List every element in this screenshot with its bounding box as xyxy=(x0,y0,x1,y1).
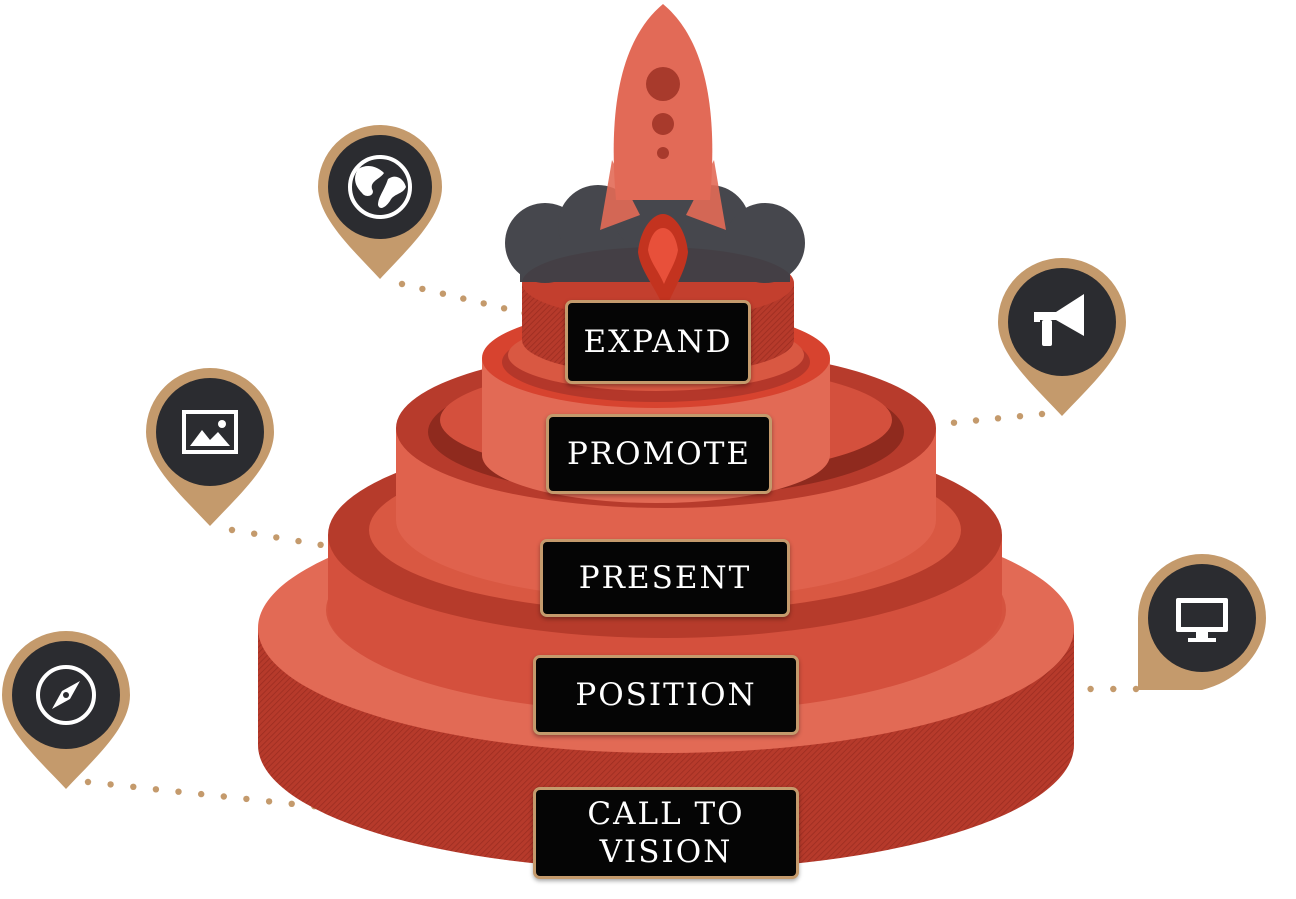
stage-label-position: POSITION xyxy=(533,655,799,735)
stage-label-text: EXPAND xyxy=(583,324,733,360)
connector-dot xyxy=(198,790,205,798)
stage-label-text: POSITION xyxy=(575,677,757,713)
pin-globe xyxy=(318,125,442,279)
connector-dot xyxy=(228,526,236,534)
stage-label-text-line1: CALL TO xyxy=(587,796,745,832)
connector-dot xyxy=(972,417,980,424)
connector-dot xyxy=(398,280,406,288)
connector-dot xyxy=(243,795,250,803)
compass-icon xyxy=(36,665,96,725)
stage-label-text: PROMOTE xyxy=(566,436,752,472)
connector-dot xyxy=(220,793,227,800)
connector-dot xyxy=(288,800,295,807)
stage-label-text-line2: VISION xyxy=(599,834,733,870)
connector-dot xyxy=(295,537,302,545)
connector-dot xyxy=(500,305,508,312)
connector-dot xyxy=(1038,410,1046,418)
monitor-icon xyxy=(1176,598,1228,642)
connector-dot xyxy=(317,541,324,548)
connector-dot xyxy=(994,415,1002,422)
stage-label-expand: EXPAND xyxy=(565,300,751,384)
connector-dot xyxy=(1016,413,1024,420)
connector-dot xyxy=(439,290,447,297)
rocket-icon xyxy=(600,4,726,310)
image-icon xyxy=(182,410,238,454)
connector-dot xyxy=(273,534,280,541)
pin-image xyxy=(146,368,274,526)
connector-dot xyxy=(130,783,137,790)
megaphone-icon xyxy=(1034,294,1084,346)
stage-label-call-to-vision: CALL TO VISION xyxy=(533,787,799,879)
connector-dot xyxy=(175,788,182,795)
connector-dot xyxy=(1110,685,1117,693)
connector-dot xyxy=(84,778,92,786)
connector-dot xyxy=(107,781,114,788)
pin-monitor xyxy=(1138,554,1266,690)
connector-dot xyxy=(460,295,467,302)
pin-megaphone xyxy=(998,258,1126,416)
connector-dot xyxy=(480,300,487,307)
connector-dot xyxy=(251,530,258,537)
connector-dot xyxy=(950,419,958,426)
pin-compass xyxy=(2,631,130,789)
stage-label-text: PRESENT xyxy=(578,560,752,596)
connector-dot xyxy=(152,786,160,793)
stage-label-promote: PROMOTE xyxy=(546,414,772,494)
stage-label-present: PRESENT xyxy=(540,539,790,617)
connector-dot xyxy=(265,798,273,805)
connector-dot xyxy=(419,285,426,293)
connector-dot xyxy=(1132,685,1140,693)
globe-icon xyxy=(348,155,412,219)
connector-dot xyxy=(1087,685,1094,693)
